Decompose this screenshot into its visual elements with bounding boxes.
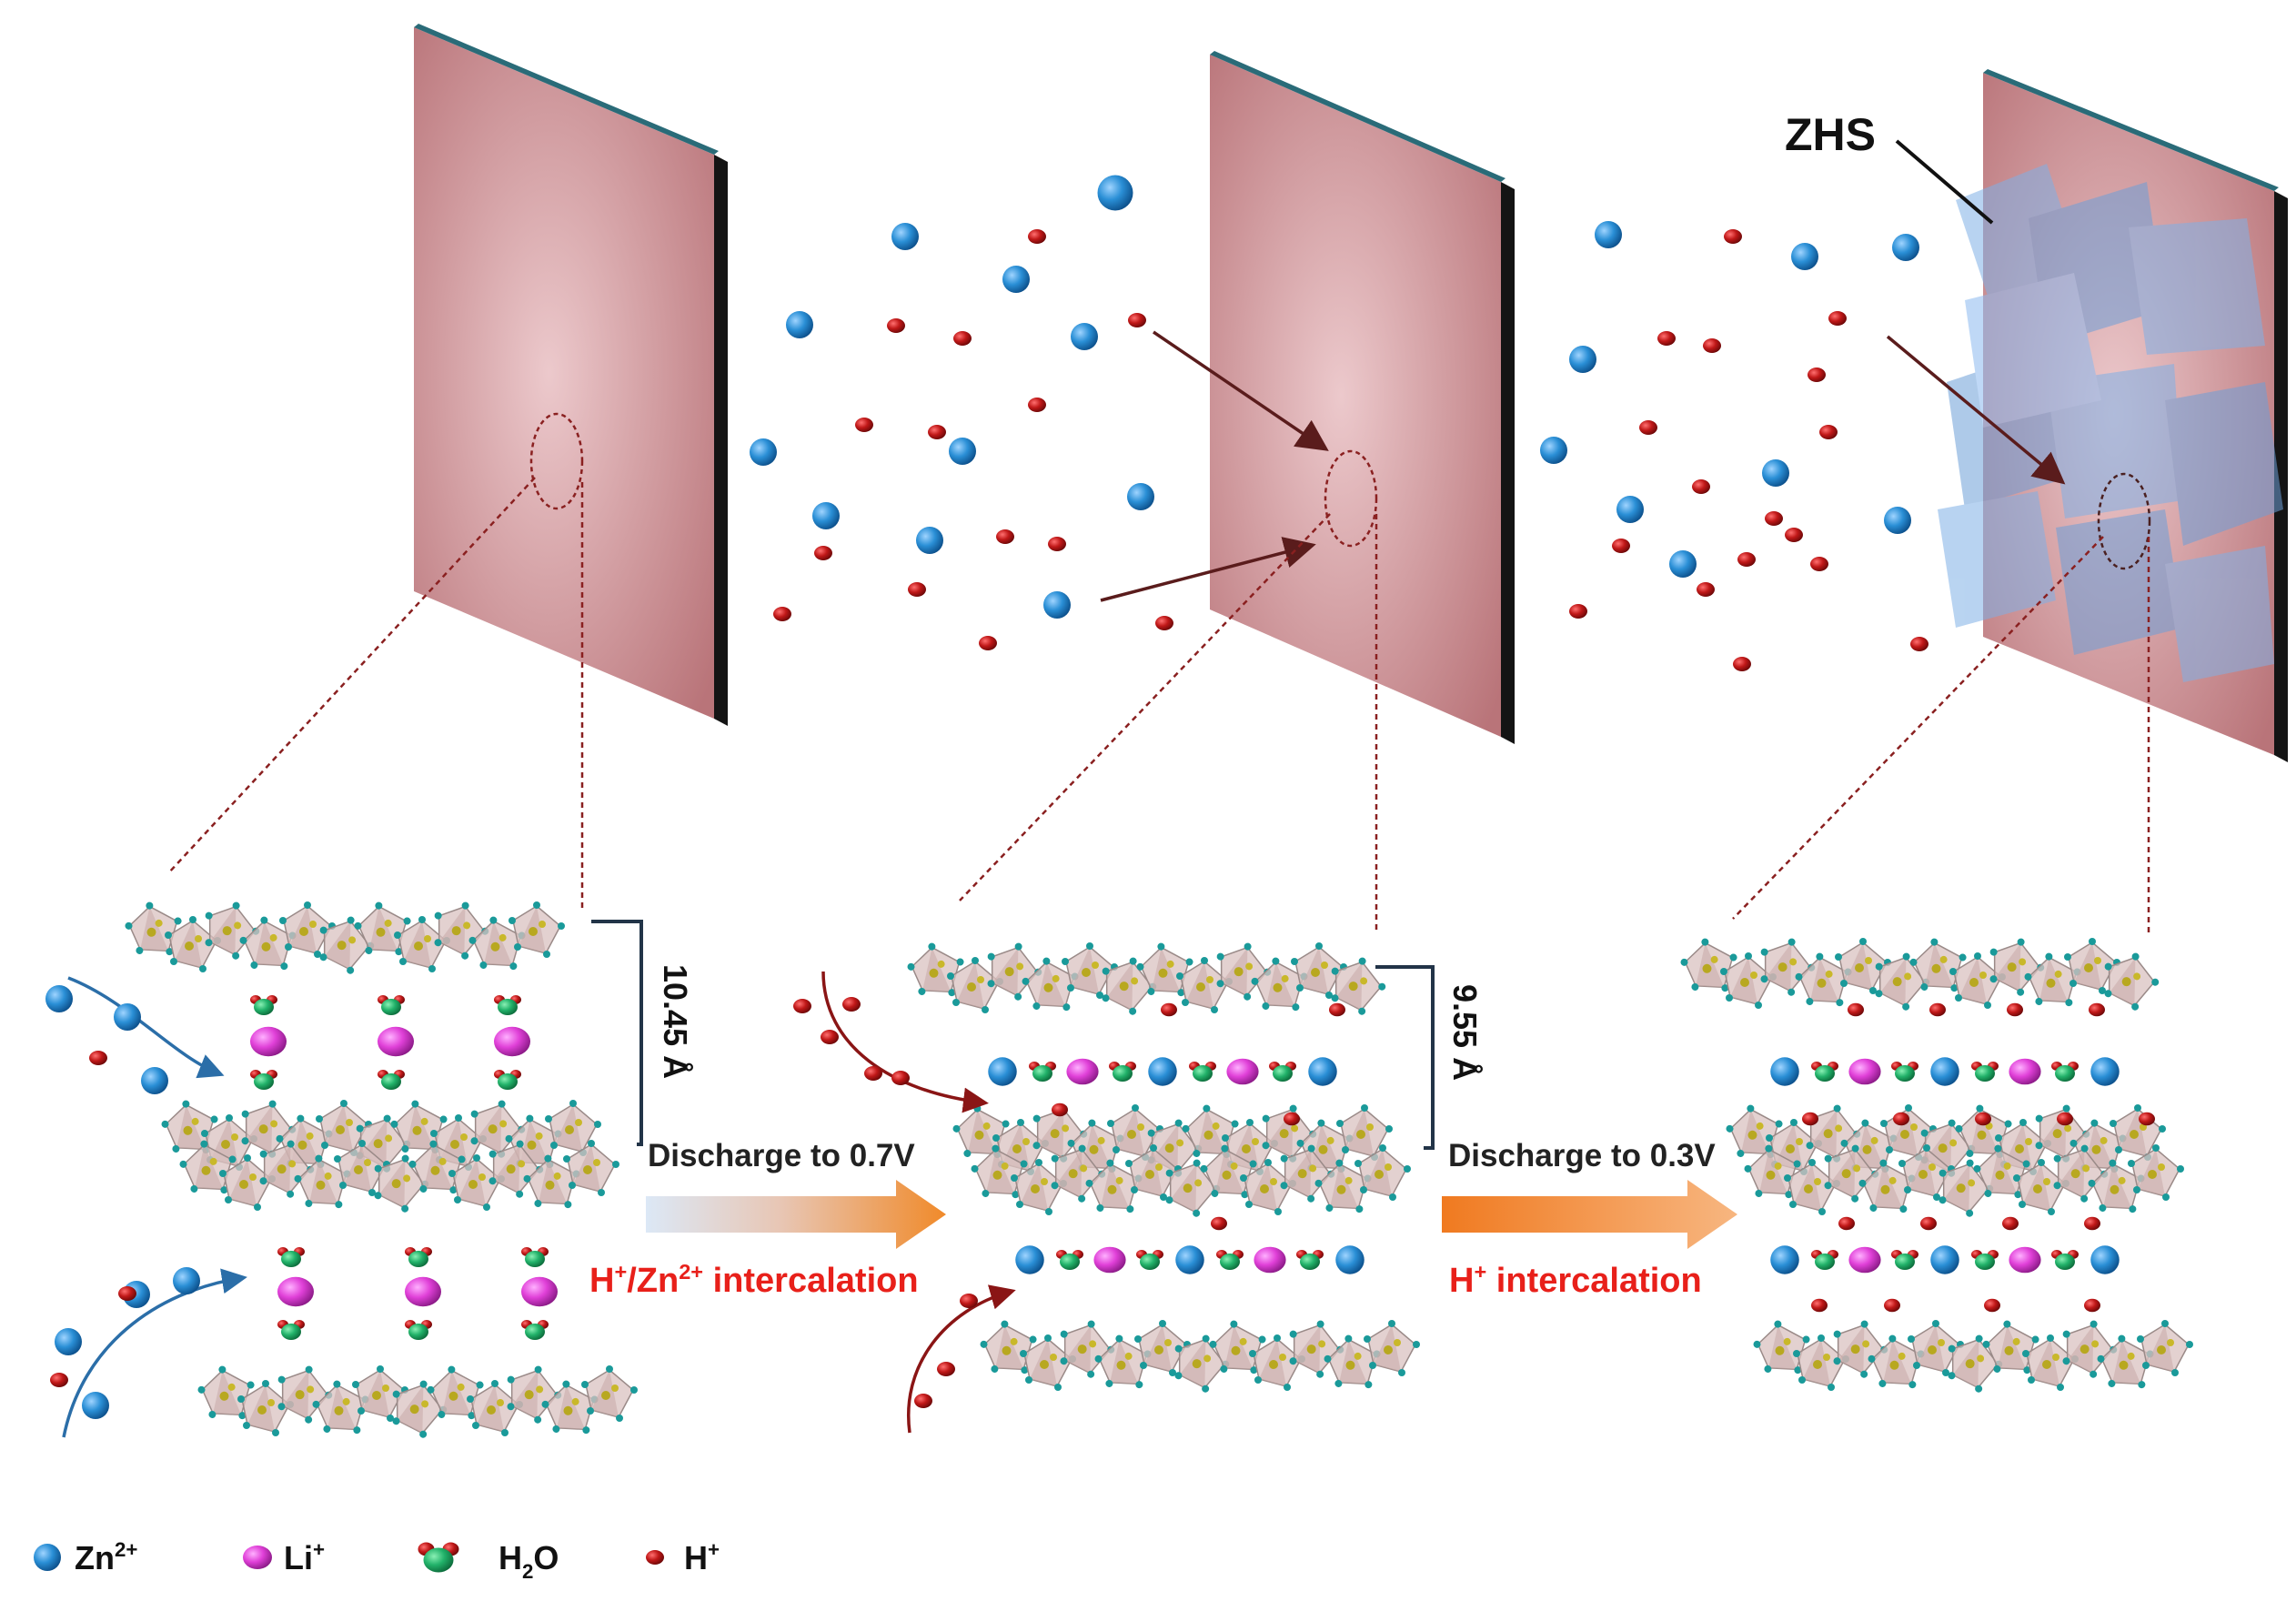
zhs-callout: ZHS xyxy=(1785,109,1994,225)
electrode-panel-1 xyxy=(414,24,728,726)
process-step-2: Discharge to 0.3V H+ intercalation xyxy=(1442,1138,1737,1300)
legend-item-h2o: H2O xyxy=(418,1539,559,1583)
svg-text:Zn2+: Zn2+ xyxy=(75,1538,137,1576)
discharge-label-1: Discharge to 0.7V xyxy=(648,1138,915,1173)
electrode-panels xyxy=(414,24,2288,762)
svg-text:Li+: Li+ xyxy=(284,1538,325,1576)
interlayer-spacing-2: 9.55 Å xyxy=(1446,984,1484,1081)
electrode-panel-2 xyxy=(1210,51,1515,744)
oxide-sheet-3-top xyxy=(1676,931,2165,1015)
intercalation-label-1: H+/Zn2+ intercalation xyxy=(589,1260,919,1300)
oxide-sheet-3-bottom xyxy=(1748,1314,2194,1397)
ion-flow-arrows xyxy=(1100,330,2066,602)
discharge-label-2: Discharge to 0.3V xyxy=(1448,1138,1716,1173)
zoom-ellipse-2 xyxy=(1324,449,1378,548)
legend: Zn2+ Li+ H2O H+ xyxy=(34,1538,720,1583)
zoom-ellipse-3 xyxy=(2097,472,2151,570)
water-molecule-icon xyxy=(418,1542,459,1573)
oxide-sheet-2-top xyxy=(902,936,1392,1020)
process-arrow-1 xyxy=(646,1180,946,1249)
svg-text:H2O: H2O xyxy=(498,1539,559,1583)
svg-text:H+: H+ xyxy=(684,1538,720,1576)
zhs-coating xyxy=(1938,164,2283,682)
oxide-sheet-1-bottom xyxy=(193,1359,639,1443)
interlayer-spacing-1: 10.45 Å xyxy=(657,964,694,1079)
process-step-1: Discharge to 0.7V H+/Zn2+ intercalation xyxy=(589,1138,946,1300)
process-arrow-2 xyxy=(1442,1180,1737,1249)
legend-item-proton: H+ xyxy=(646,1538,720,1576)
proton-icon xyxy=(646,1550,664,1565)
li-ion-icon xyxy=(243,1546,272,1569)
spacing-bracket-2 xyxy=(1375,965,1435,1150)
zoom-guide-lines xyxy=(167,477,2150,932)
legend-item-li: Li+ xyxy=(243,1538,325,1576)
incoming-h-arrows xyxy=(793,971,1016,1434)
zhs-label: ZHS xyxy=(1785,109,1876,160)
zn-ion-icon xyxy=(34,1544,61,1571)
layered-structure-initial xyxy=(120,895,639,1443)
layered-structure-0.3V xyxy=(1676,931,2194,1397)
zoom-ellipse-1 xyxy=(529,412,584,510)
incoming-zn-arrows xyxy=(45,976,247,1438)
legend-item-zn: Zn2+ xyxy=(34,1538,137,1576)
spacing-bracket-1 xyxy=(591,920,643,1146)
intercalation-label-2: H+ intercalation xyxy=(1449,1260,1702,1300)
oxide-sheet-2-bottom xyxy=(975,1314,1421,1397)
oxide-sheet-1-top xyxy=(120,895,566,979)
